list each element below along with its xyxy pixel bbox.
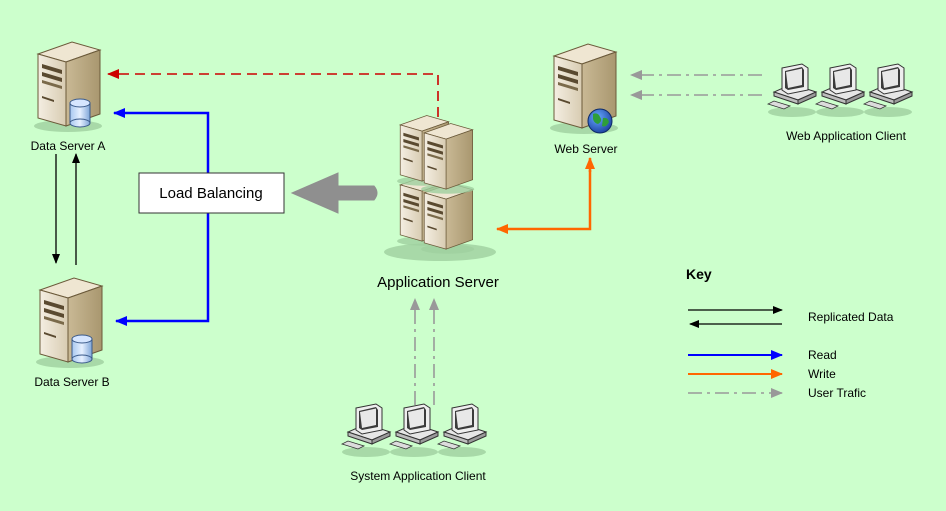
web-application-client-label: Web Application Client bbox=[786, 129, 907, 143]
load-balancing-gray-arrow bbox=[290, 172, 378, 214]
system-application-client-icon bbox=[342, 404, 486, 457]
data-server-a-label: Data Server A bbox=[31, 139, 106, 153]
legend-replicated-data-label: Replicated Data bbox=[808, 310, 894, 324]
key-title: Key bbox=[686, 266, 712, 282]
dashed-red-connector bbox=[107, 69, 439, 117]
read-arrow-to-server-a bbox=[113, 108, 210, 173]
data-server-b-icon bbox=[35, 277, 105, 369]
write-arrow-to-app-server bbox=[496, 170, 592, 234]
data-server-a-icon bbox=[33, 41, 103, 133]
application-server-label: Application Server bbox=[377, 274, 499, 291]
web-server-label: Web Server bbox=[554, 142, 617, 156]
globe-icon bbox=[587, 108, 613, 134]
system-application-client-label: System Application Client bbox=[350, 469, 486, 483]
load-balancing-label: Load Balancing bbox=[159, 185, 262, 202]
load-balancing-box bbox=[138, 172, 285, 214]
legend-write-label: Write bbox=[808, 367, 836, 381]
application-server-icon bbox=[384, 115, 496, 261]
read-arrow-to-server-b bbox=[115, 213, 210, 326]
data-server-b-label: Data Server B bbox=[34, 375, 109, 389]
legend-read-label: Read bbox=[808, 348, 837, 362]
legend-user-traffic-label: User Trafic bbox=[808, 386, 866, 400]
web-application-client-icon bbox=[768, 64, 912, 117]
key-legend: Key Replicated Data Read Write User Traf… bbox=[686, 266, 894, 400]
